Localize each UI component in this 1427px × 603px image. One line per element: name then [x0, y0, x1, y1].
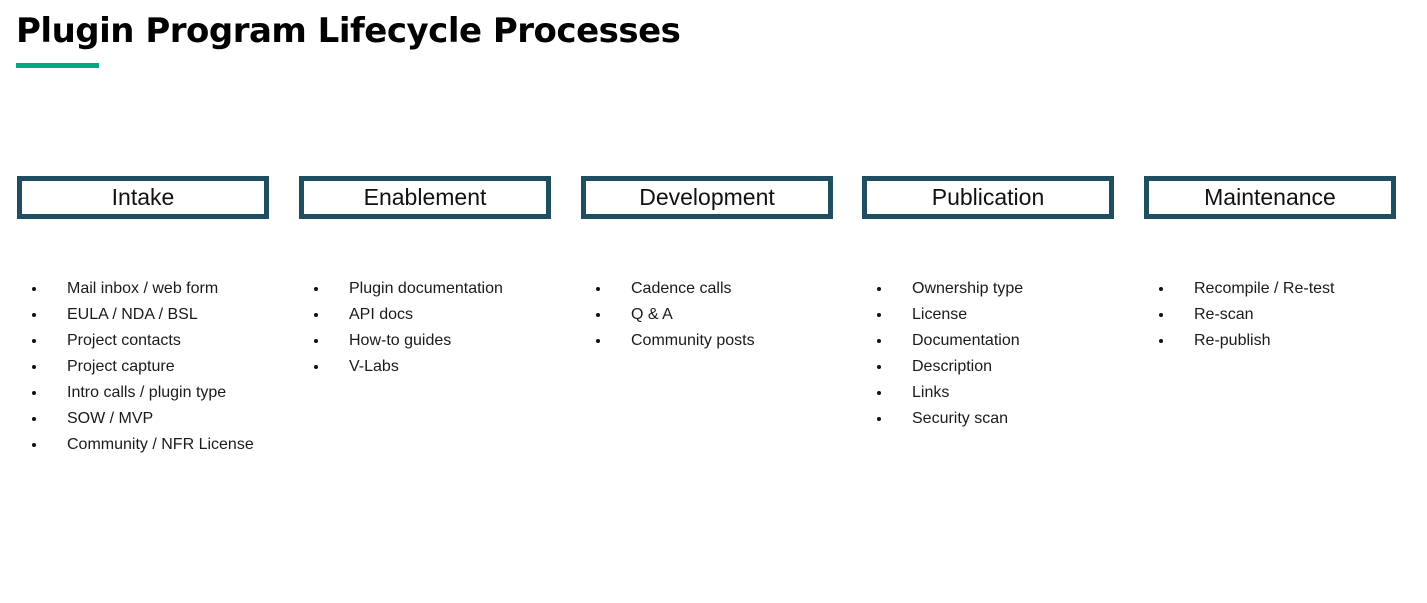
bullet-icon: [32, 339, 36, 343]
stage-intake: Intake Mail inbox / web form EULA / NDA …: [17, 176, 269, 453]
list-item: Community / NFR License: [17, 435, 287, 461]
stage-header-box: Development: [581, 176, 833, 219]
bullet-icon: [877, 391, 881, 395]
bullet-icon: [1159, 339, 1163, 343]
list-item: Recompile / Re-test: [1144, 279, 1414, 305]
list-item: Links: [862, 383, 1132, 409]
list-item: Cadence calls: [581, 279, 851, 305]
stage-item-list: Mail inbox / web form EULA / NDA / BSL P…: [17, 279, 287, 461]
bullet-icon: [877, 313, 881, 317]
bullet-icon: [32, 443, 36, 447]
bullet-icon: [32, 417, 36, 421]
bullet-icon: [596, 339, 600, 343]
stage-item-list: Ownership type License Documentation Des…: [862, 279, 1132, 435]
stage-maintenance: Maintenance Recompile / Re-test Re-scan …: [1144, 176, 1396, 349]
list-item: Intro calls / plugin type: [17, 383, 287, 409]
stage-item-list: Plugin documentation API docs How-to gui…: [299, 279, 569, 383]
stage-enablement: Enablement Plugin documentation API docs…: [299, 176, 551, 375]
bullet-icon: [1159, 313, 1163, 317]
stage-item-list: Recompile / Re-test Re-scan Re-publish: [1144, 279, 1414, 357]
bullet-icon: [32, 313, 36, 317]
title-accent-underline: [16, 63, 99, 68]
bullet-icon: [877, 287, 881, 291]
stage-header-box: Maintenance: [1144, 176, 1396, 219]
stage-label: Intake: [111, 184, 175, 210]
stage-label: Enablement: [363, 184, 487, 210]
list-item: V-Labs: [299, 357, 569, 383]
list-item: License: [862, 305, 1132, 331]
stage-publication: Publication Ownership type License Docum…: [862, 176, 1114, 427]
page-title: Plugin Program Lifecycle Processes: [16, 11, 681, 51]
list-item: Mail inbox / web form: [17, 279, 287, 305]
list-item: Project contacts: [17, 331, 287, 357]
list-item: Q & A: [581, 305, 851, 331]
list-item: Ownership type: [862, 279, 1132, 305]
bullet-icon: [596, 313, 600, 317]
bullet-icon: [32, 391, 36, 395]
stage-label: Maintenance: [1204, 184, 1336, 210]
bullet-icon: [32, 287, 36, 291]
list-item: Project capture: [17, 357, 287, 383]
list-item: SOW / MVP: [17, 409, 287, 435]
bullet-icon: [877, 339, 881, 343]
bullet-icon: [596, 287, 600, 291]
list-item: API docs: [299, 305, 569, 331]
stage-header-box: Intake: [17, 176, 269, 219]
list-item: Re-publish: [1144, 331, 1414, 357]
bullet-icon: [314, 339, 318, 343]
list-item: EULA / NDA / BSL: [17, 305, 287, 331]
stage-label: Publication: [931, 184, 1045, 210]
bullet-icon: [32, 365, 36, 369]
list-item: Plugin documentation: [299, 279, 569, 305]
bullet-icon: [314, 365, 318, 369]
list-item: Re-scan: [1144, 305, 1414, 331]
stage-label: Development: [639, 184, 775, 210]
stage-header-box: Enablement: [299, 176, 551, 219]
bullet-icon: [877, 417, 881, 421]
stage-item-list: Cadence calls Q & A Community posts: [581, 279, 851, 357]
list-item: Description: [862, 357, 1132, 383]
list-item: Documentation: [862, 331, 1132, 357]
bullet-icon: [314, 313, 318, 317]
bullet-icon: [314, 287, 318, 291]
list-item: Community posts: [581, 331, 851, 357]
stage-header-box: Publication: [862, 176, 1114, 219]
bullet-icon: [877, 365, 881, 369]
bullet-icon: [1159, 287, 1163, 291]
list-item: How-to guides: [299, 331, 569, 357]
list-item: Security scan: [862, 409, 1132, 435]
stage-development: Development Cadence calls Q & A Communit…: [581, 176, 833, 349]
